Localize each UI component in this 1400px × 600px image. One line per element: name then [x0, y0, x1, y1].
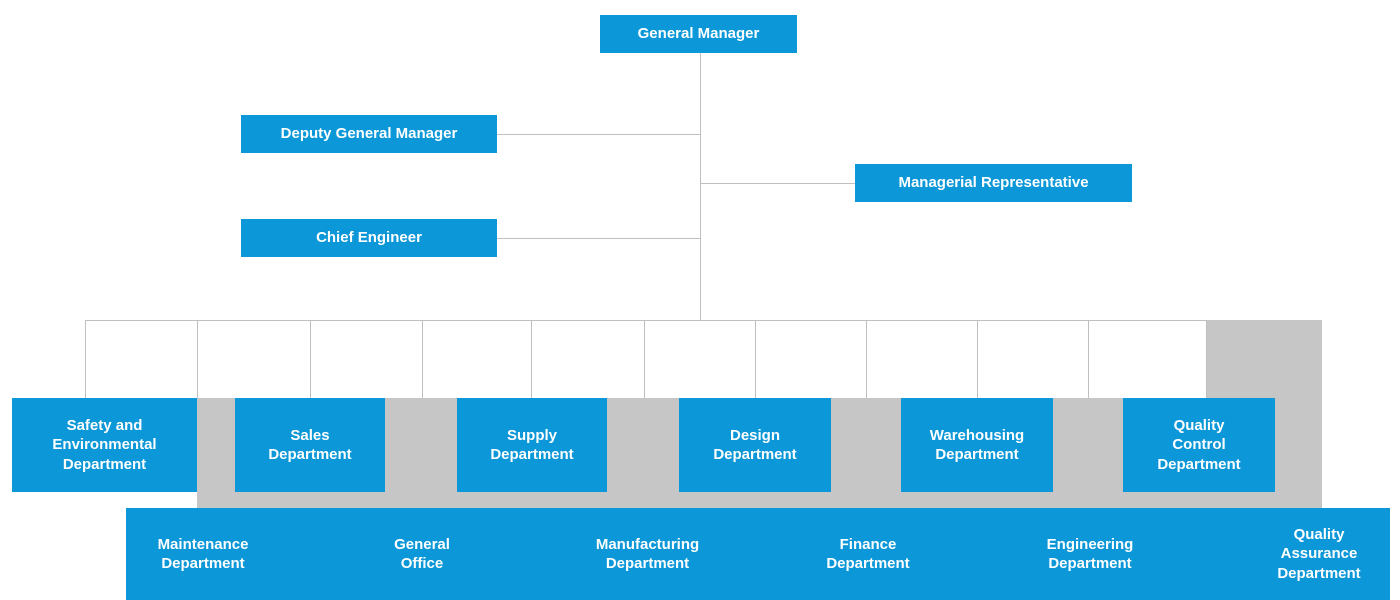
node-managerial-representative[interactable]: Managerial Representative [855, 164, 1132, 202]
node-maintenance-department[interactable]: Maintenance Department [157, 535, 249, 572]
rail-drop-7 [755, 320, 756, 398]
node-design-department[interactable]: Design Department [679, 398, 831, 492]
rail-drop-3 [310, 320, 311, 398]
rail-drop-11 [1206, 320, 1207, 398]
node-engineering-department[interactable]: Engineering Department [1046, 535, 1134, 572]
node-sales-department[interactable]: Sales Department [235, 398, 385, 492]
trunk-vertical-connector [700, 52, 701, 320]
rail-drop-4 [422, 320, 423, 398]
connector-managerial-representative [700, 183, 855, 184]
rail-drop-8 [866, 320, 867, 398]
rail-drop-9 [977, 320, 978, 398]
connector-chief-engineer [497, 238, 701, 239]
node-deputy-general-manager[interactable]: Deputy General Manager [241, 115, 497, 153]
department-rail [85, 320, 1207, 321]
node-safety-and-environmental-department[interactable]: Safety and Environmental Department [12, 398, 197, 492]
node-finance-department[interactable]: Finance Department [826, 535, 910, 572]
node-supply-department[interactable]: Supply Department [457, 398, 607, 492]
node-manufacturing-department[interactable]: Manufacturing Department [595, 535, 700, 572]
rail-drop-10 [1088, 320, 1089, 398]
bottom-department-band [126, 508, 1390, 600]
rail-drop-2 [197, 320, 198, 398]
rail-drop-5 [531, 320, 532, 398]
rail-drop-1 [85, 320, 86, 398]
connector-deputy-general-manager [497, 134, 701, 135]
node-warehousing-department[interactable]: Warehousing Department [901, 398, 1053, 492]
node-general-manager[interactable]: General Manager [600, 15, 797, 53]
node-quality-assurance-department[interactable]: Quality Assurance Department [1277, 526, 1361, 582]
rail-drop-6 [644, 320, 645, 398]
node-general-office[interactable]: General Office [394, 535, 450, 572]
node-quality-control-department[interactable]: Quality Control Department [1123, 398, 1275, 492]
node-chief-engineer[interactable]: Chief Engineer [241, 219, 497, 257]
